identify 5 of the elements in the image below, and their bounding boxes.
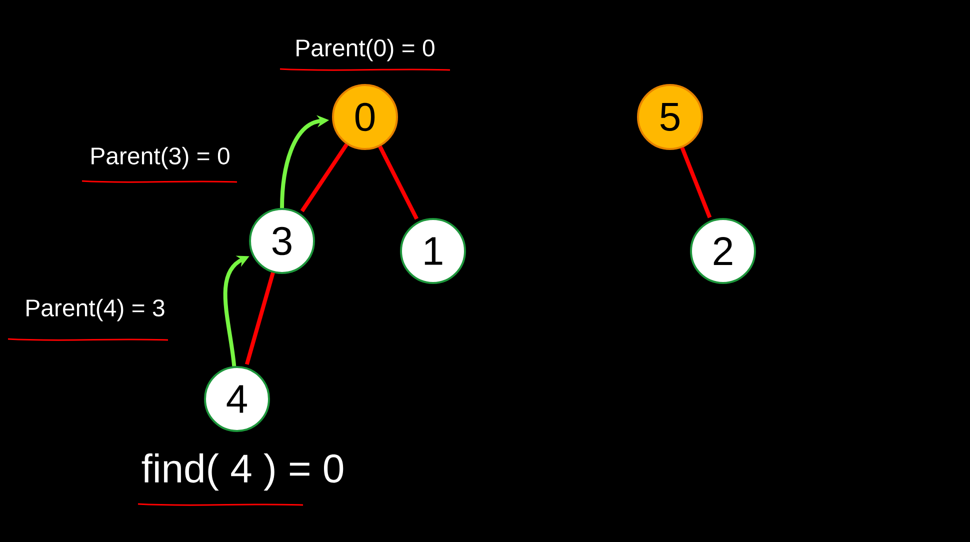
tree-edge [378, 146, 418, 220]
tree-edge [680, 146, 712, 218]
tree-edge [244, 272, 275, 365]
tree-edge [300, 143, 348, 212]
label-text: Parent(4) = 3 [26, 298, 164, 322]
